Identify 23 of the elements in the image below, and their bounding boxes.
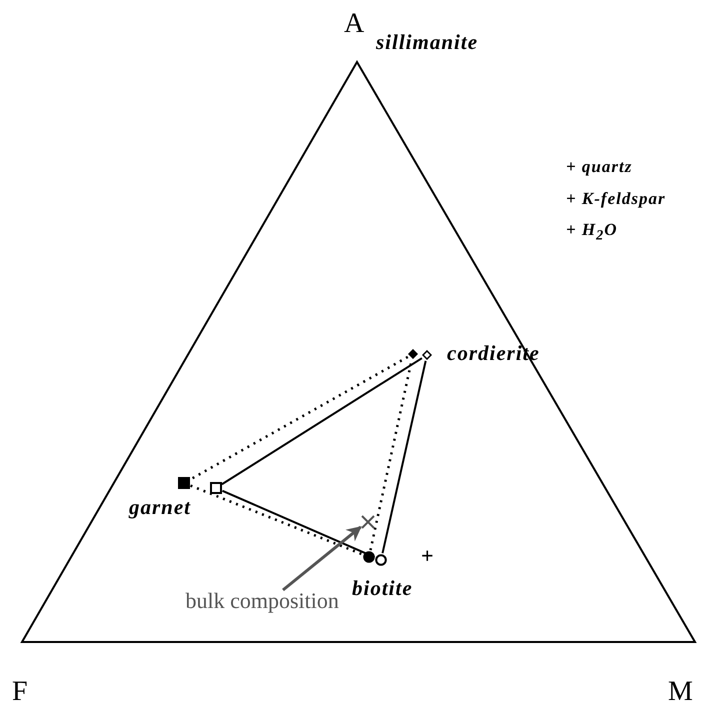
square-marker [210,482,222,494]
cross-marker [360,514,376,530]
diamond-marker [422,350,432,360]
apex-label: F [12,678,28,706]
apex-label: A [344,10,364,38]
diamond-marker [408,349,418,359]
tie-line [221,357,422,486]
arrow [282,526,362,592]
mineral-label: garnet [129,497,192,518]
mineral-label: biotite [352,578,413,599]
dotted-tie-line [190,484,363,556]
circle-marker [363,551,375,563]
phase-label: + quartz [566,158,632,175]
plus-sign: + [421,545,434,567]
phase-label: + K-feldspar [566,190,666,207]
circle-marker [375,554,387,566]
dotted-tie-line [189,356,408,481]
square-marker [178,477,190,489]
mineral-label: sillimanite [376,32,478,53]
tie-line [382,360,427,554]
phase-label: + H$_{2}$O [566,221,618,243]
apex-label: M [668,678,693,706]
annotation-text: bulk composition [186,590,339,612]
